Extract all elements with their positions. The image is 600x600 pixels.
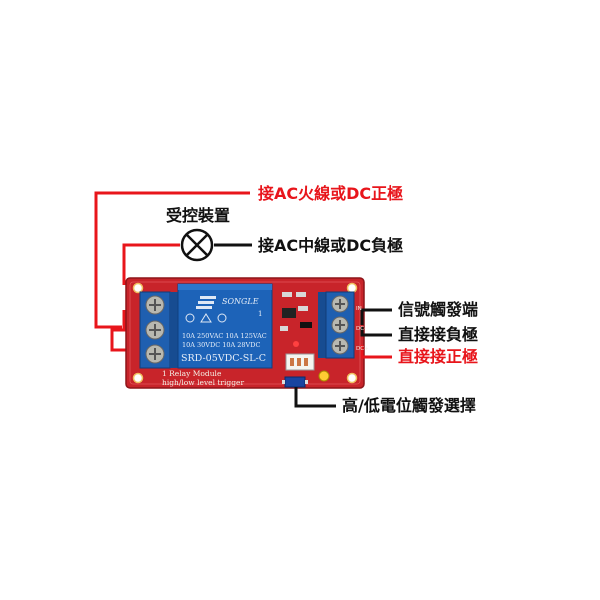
mount-hole (346, 372, 358, 384)
ul-icon (217, 313, 227, 323)
resistor (296, 292, 306, 297)
resistor (282, 292, 292, 297)
diode (300, 322, 312, 328)
vcc-wire (360, 345, 392, 359)
mount-hole (132, 372, 144, 384)
line-wire-label: 接AC火線或DC正極 (258, 184, 404, 203)
red-wire-device (122, 243, 180, 285)
songle-logo-icon (196, 296, 216, 309)
pcb-components (280, 292, 330, 382)
resistor (298, 306, 308, 311)
pin-dc-minus: DC- (356, 326, 366, 332)
pin-in: IN (356, 306, 362, 312)
relay-mark: 1 (258, 310, 262, 318)
mount-hole (132, 282, 144, 294)
led-indicator (293, 341, 299, 347)
silk-line-2: high/low level trigger (162, 378, 244, 387)
relay-spec-2: 10A 30VDC 10A 28VDC (182, 341, 260, 349)
signal-trigger-label: 信號觸發端 (398, 300, 479, 319)
relay-brand: SONGLE (222, 297, 259, 306)
trigger-select-label: 高/低電位觸發選擇 (342, 396, 476, 415)
trigger-wire (294, 387, 336, 408)
mount-hole (346, 282, 358, 294)
neutral-wire-label: 接AC中線或DC負極 (258, 236, 404, 255)
negative-label: 直接接負極 (398, 325, 479, 344)
led-indicator (318, 370, 330, 382)
signal-wire (360, 308, 392, 325)
lamp-icon (180, 228, 214, 262)
pin-dc-plus: DC+ (356, 346, 369, 352)
red-wire-line-wire (94, 191, 250, 329)
right-terminal-block (318, 291, 355, 359)
transistor (282, 308, 296, 318)
relay-spec-1: 10A 250VAC 10A 125VAC (182, 332, 267, 340)
warning-icon (200, 313, 212, 323)
cqc-icon (185, 313, 195, 323)
controlled-device-label: 受控裝置 (166, 206, 231, 225)
relay-component (177, 283, 273, 369)
relay-model: SRD-05VDC-SL-C (181, 353, 266, 364)
positive-label: 直接接正極 (398, 347, 479, 366)
trigger-jumper (282, 376, 308, 388)
left-terminal-block (139, 291, 178, 369)
resistor (280, 326, 288, 331)
silk-line-1: 1 Relay Module (162, 369, 222, 378)
gnd-wire (360, 327, 392, 337)
red-wire-device-lower (110, 310, 128, 352)
